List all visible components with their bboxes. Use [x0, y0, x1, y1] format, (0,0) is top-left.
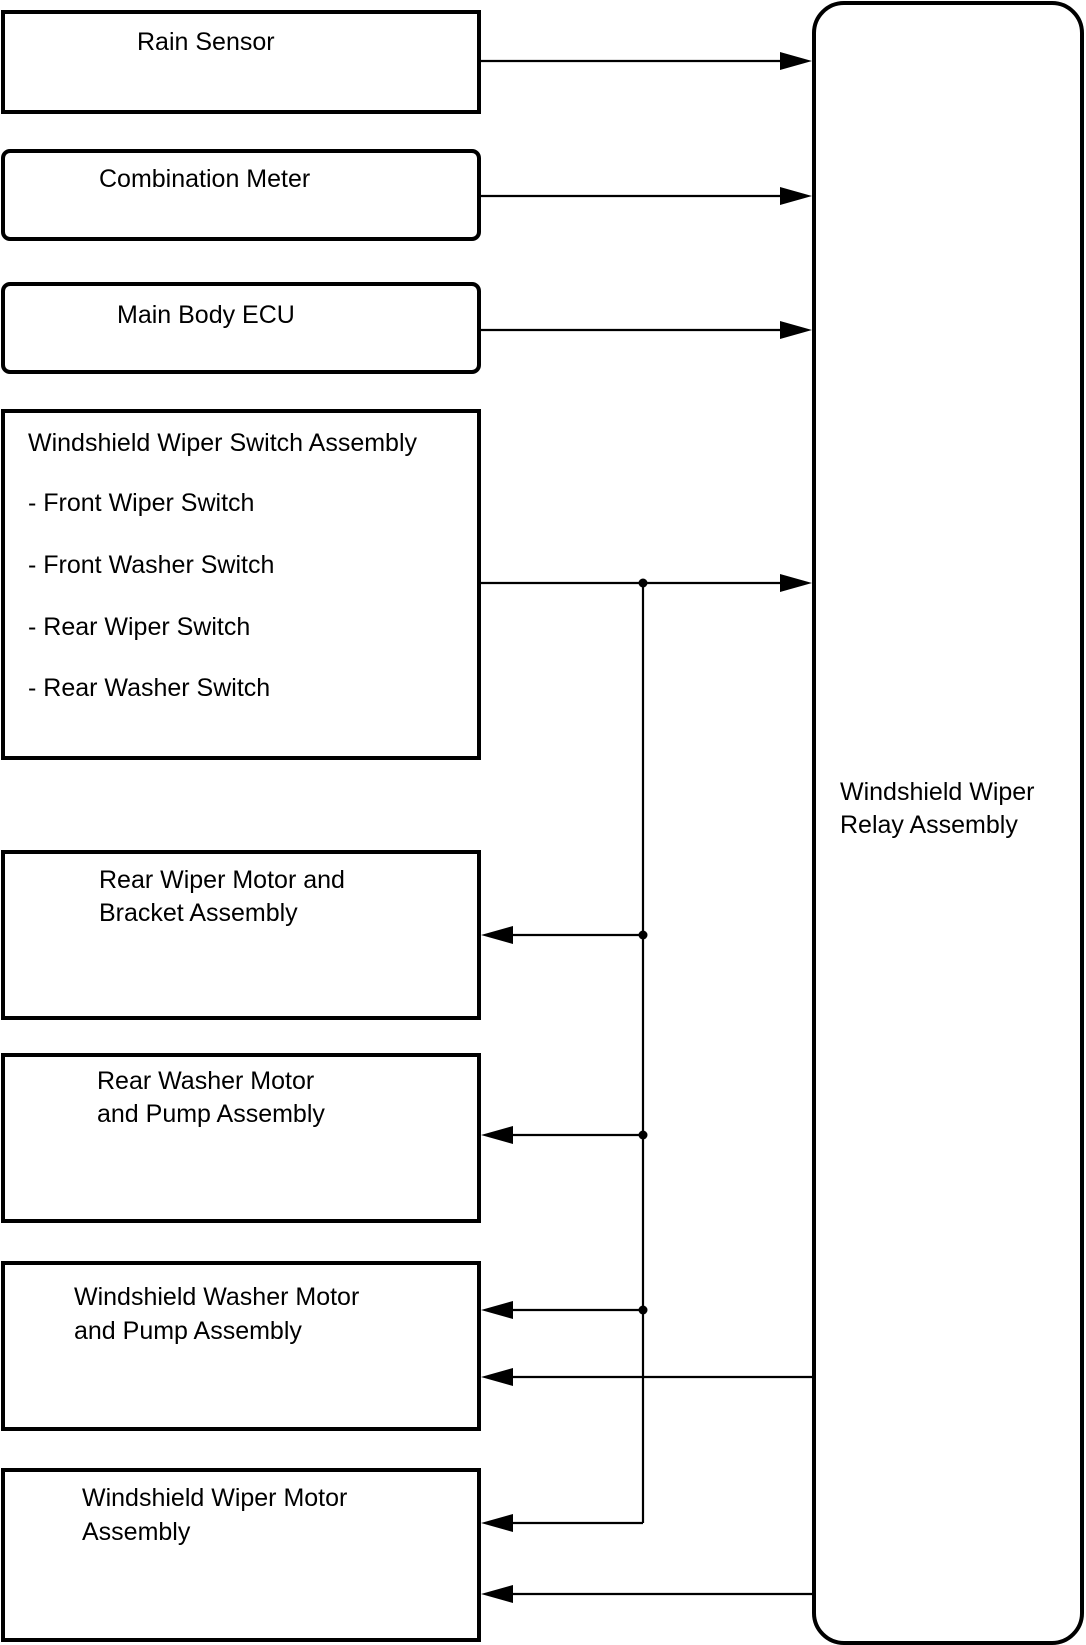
rear-wiper-switch-item: - Rear Wiper Switch [28, 613, 250, 641]
windshield-washer-motor-relay-arrowhead [481, 1368, 513, 1386]
rear-washer-motor-label-line1: Rear Washer Motor [97, 1067, 314, 1095]
wiper-switch-assembly-box [1, 409, 481, 760]
rear-washer-motor-box [1, 1053, 481, 1223]
windshield-washer-motor-label-line2: and Pump Assembly [74, 1317, 302, 1345]
windshield-washer-motor-box [1, 1261, 481, 1431]
windshield-washer-motor-label-line1: Windshield Washer Motor [74, 1283, 359, 1311]
windshield-wiper-motor-box [1, 1468, 481, 1642]
windshield-wiper-motor-relay-arrowhead [481, 1585, 513, 1603]
main-body-ecu-box [1, 282, 481, 374]
windshield-wiper-motor-label-line2: Assembly [82, 1518, 191, 1546]
main-body-ecu-arrowhead [780, 321, 812, 339]
combination-meter-label: Combination Meter [99, 165, 310, 193]
windshield-wiper-motor-bus-arrowhead [481, 1514, 513, 1532]
rain-sensor-label: Rain Sensor [137, 28, 275, 56]
rear-wiper-motor-box [1, 850, 481, 1020]
front-washer-switch-item: - Front Washer Switch [28, 551, 274, 579]
bus-junction-switch [638, 578, 648, 588]
rear-wiper-motor-arrowhead [481, 926, 513, 944]
relay-label-line2: Relay Assembly [840, 811, 1018, 839]
rear-washer-motor-label-line2: and Pump Assembly [97, 1100, 325, 1128]
combination-meter-arrowhead [780, 187, 812, 205]
windshield-wiper-motor-label-line1: Windshield Wiper Motor [82, 1484, 347, 1512]
wiper-switch-arrowhead [780, 574, 812, 592]
relay-assembly-box [812, 1, 1084, 1645]
main-body-ecu-label: Main Body ECU [117, 301, 295, 329]
front-wiper-switch-item: - Front Wiper Switch [28, 489, 254, 517]
relay-label-line1: Windshield Wiper [840, 778, 1035, 806]
rear-washer-motor-arrowhead [481, 1126, 513, 1144]
rear-washer-switch-item: - Rear Washer Switch [28, 674, 270, 702]
rain-sensor-box [1, 10, 481, 114]
rain-sensor-arrowhead [780, 52, 812, 70]
windshield-washer-motor-bus-arrowhead [481, 1301, 513, 1319]
rear-wiper-motor-label-line1: Rear Wiper Motor and [99, 866, 345, 894]
wiper-switch-title: Windshield Wiper Switch Assembly [28, 429, 418, 457]
rear-wiper-motor-label-line2: Bracket Assembly [99, 899, 298, 927]
